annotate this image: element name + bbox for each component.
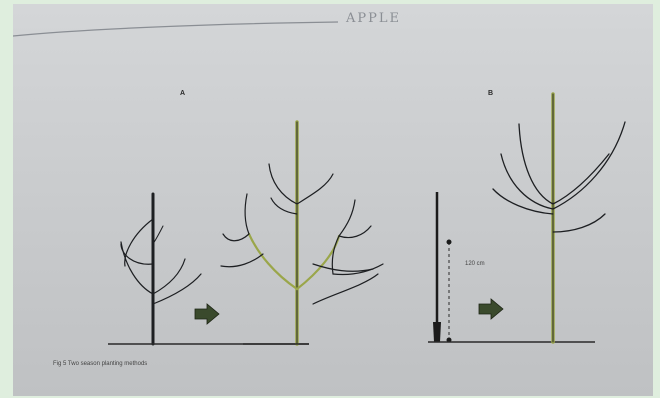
book-page: APPLE A B [13,4,653,396]
right-arrow-icon [479,299,503,319]
height-measure [447,240,452,343]
figure-caption: Fig 5 Two season planting methods [53,361,147,367]
young-tree-a [121,194,201,344]
height-label: 120 cm [465,261,485,267]
grown-tree-a [221,122,383,344]
right-arrow-icon [195,304,219,324]
whip-b [433,192,441,342]
tree-diagram [13,4,653,396]
grown-tree-b [493,94,625,342]
